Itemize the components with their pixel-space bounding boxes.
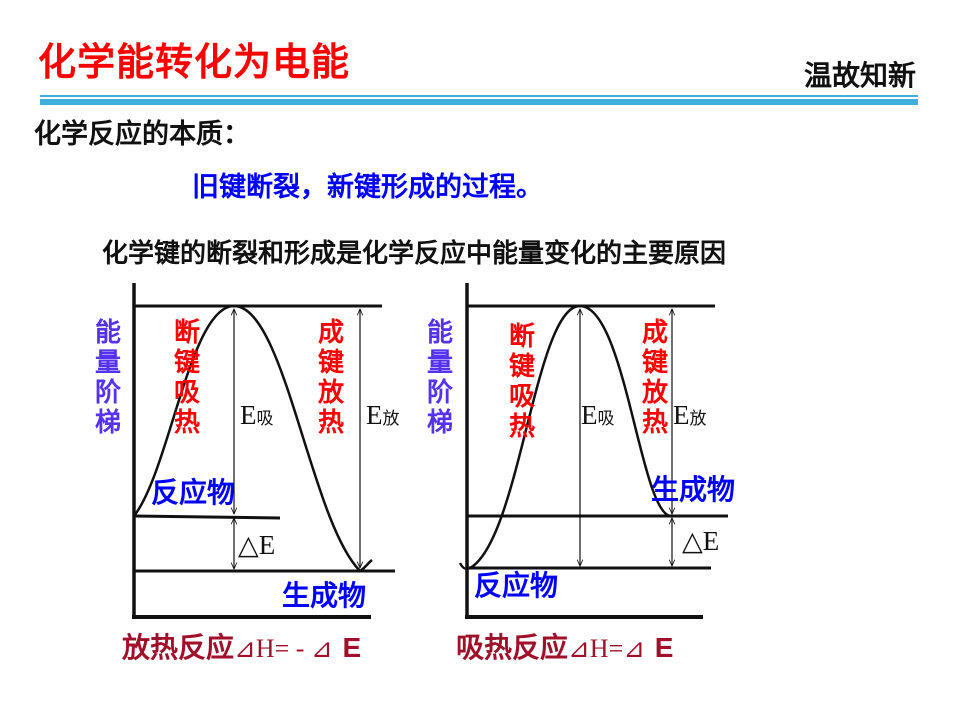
exothermic-diagram bbox=[132, 283, 395, 619]
endothermic-caption: 吸热反应⊿H=⊿ E bbox=[456, 631, 674, 664]
answer-text: 旧键断裂，新键形成的过程。 bbox=[192, 172, 543, 203]
endothermic-diagram bbox=[458, 283, 728, 619]
e-absorb-label: E吸 bbox=[240, 400, 274, 430]
reactant-label: 反应物 bbox=[151, 476, 236, 509]
page-title: 化学能转化为电能 bbox=[38, 40, 351, 84]
e-release-label: E放 bbox=[673, 400, 707, 430]
product-label: 生成物 bbox=[282, 579, 367, 612]
section-tag: 温故知新 bbox=[803, 59, 916, 92]
energy-curve bbox=[458, 304, 671, 571]
energy-curve bbox=[133, 304, 373, 573]
break-bond-absorb-label: 断 键 吸 热 bbox=[508, 322, 535, 442]
break-bond-absorb-label: 断 键 吸 热 bbox=[173, 318, 200, 438]
statement-text: 化学键的断裂和形成是化学反应中能量变化的主要原因 bbox=[102, 239, 727, 269]
y-axis-label: 能 量 阶 梯 bbox=[426, 318, 453, 438]
e-release-label: E放 bbox=[366, 400, 400, 430]
delta-e-label: △E bbox=[238, 530, 276, 560]
y-axis-label: 能 量 阶 梯 bbox=[94, 318, 121, 438]
question-heading: 化学反应的本质： bbox=[34, 119, 250, 150]
product-label: 生成物 bbox=[651, 473, 736, 506]
form-bond-release-label: 成 键 放 热 bbox=[641, 318, 668, 438]
form-bond-release-label: 成 键 放 热 bbox=[317, 318, 344, 438]
e-absorb-label: E吸 bbox=[581, 400, 615, 430]
exothermic-caption: 放热反应⊿H= - ⊿ E bbox=[122, 631, 362, 664]
reactant-label: 反应物 bbox=[474, 569, 559, 602]
reactant-level-line bbox=[133, 514, 281, 520]
header-divider-thick bbox=[40, 99, 918, 105]
delta-e-label: △E bbox=[682, 526, 720, 556]
header-divider-thin bbox=[40, 95, 918, 97]
